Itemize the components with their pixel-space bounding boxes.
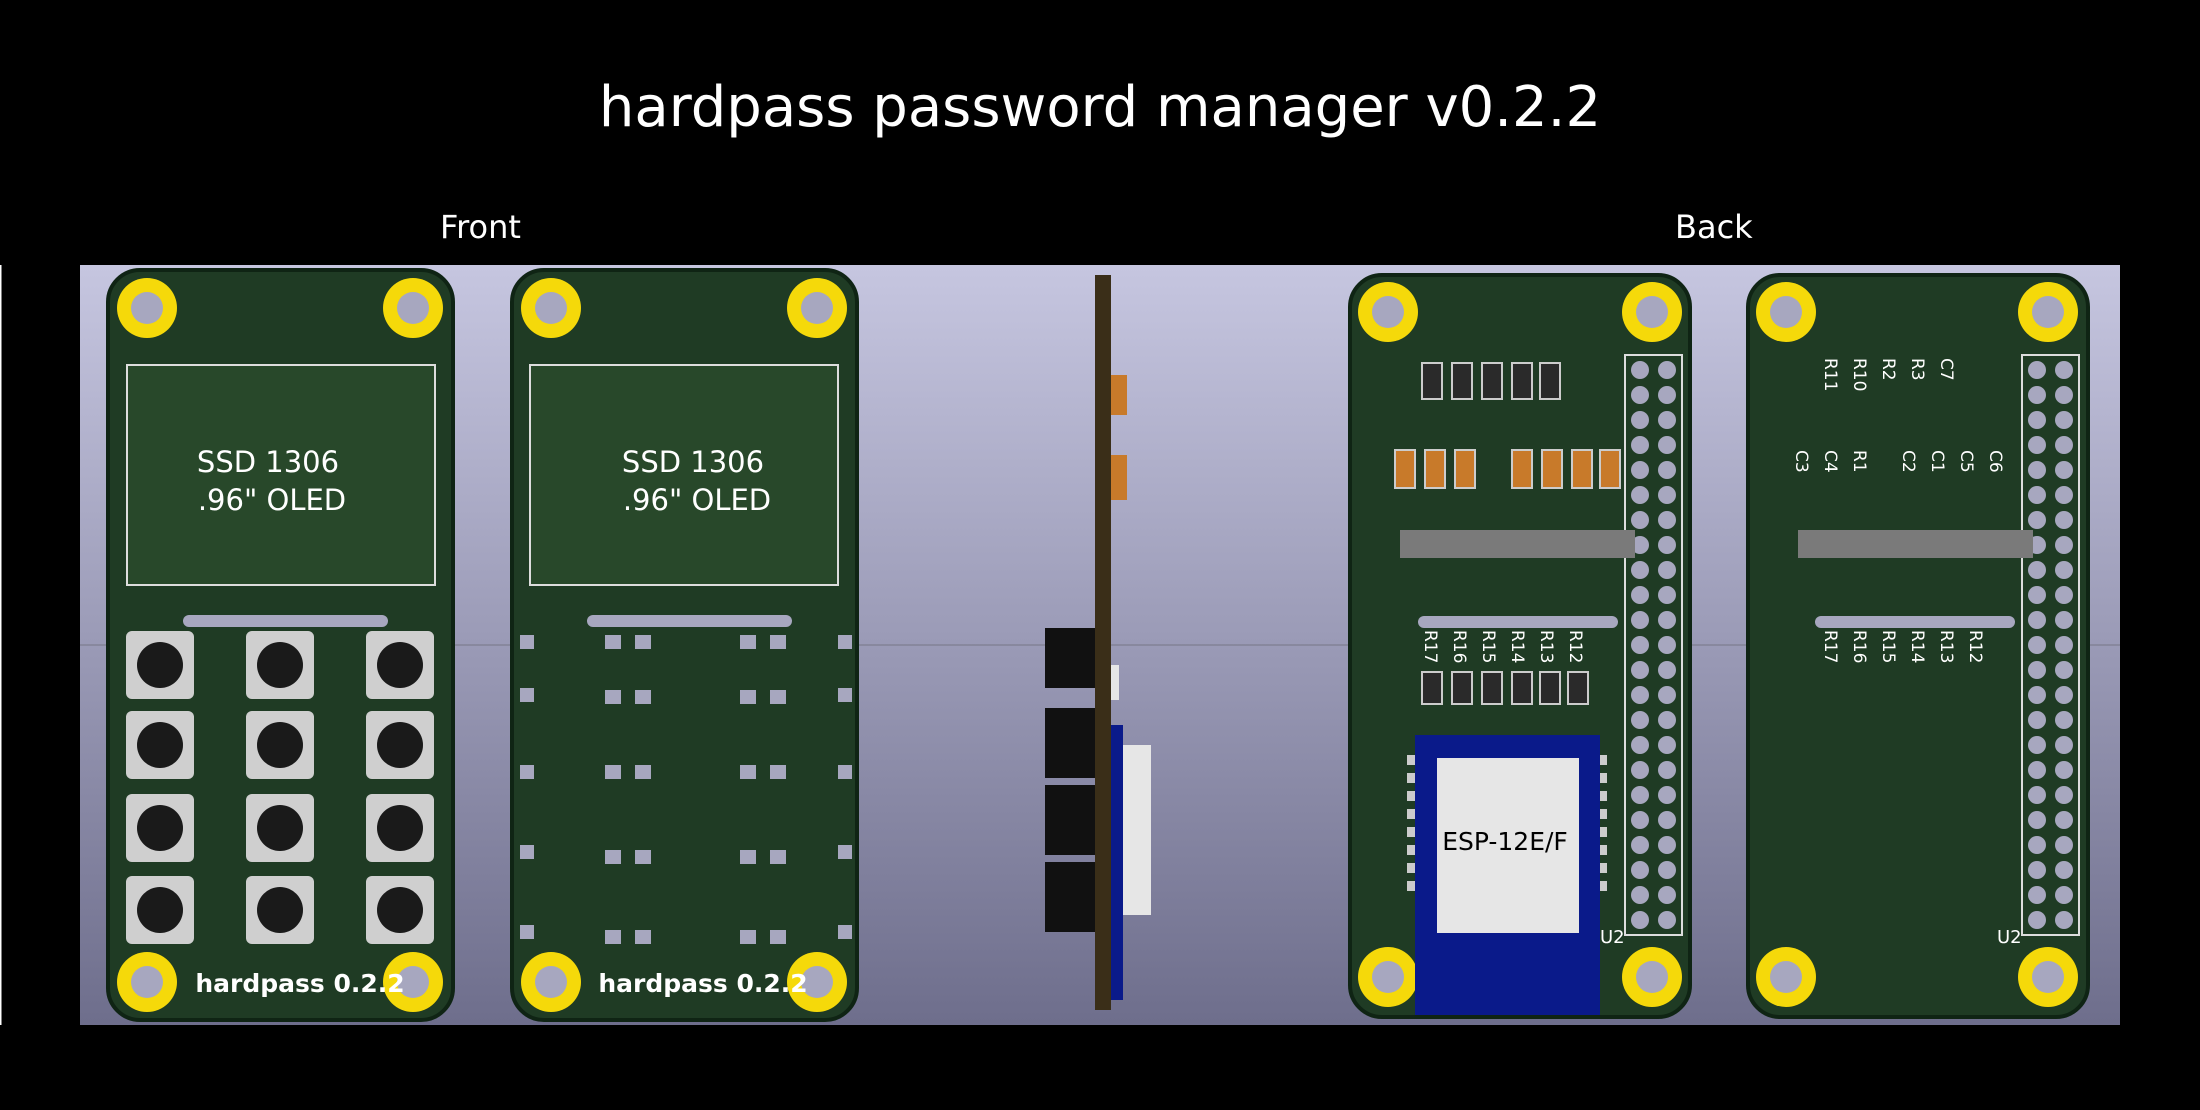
component-label: R16: [1849, 630, 1869, 663]
board-text: hardpass 0.2.2: [195, 969, 404, 998]
front-board-bare: SSD 1306 .96" OLED hardpass 0.2.2: [510, 268, 859, 1022]
back-board-populated: R17 R16 R15 R14 R13 R12 ESP-12E/F U2: [1348, 273, 1692, 1019]
button-matrix: [126, 631, 434, 944]
button-footprints: [520, 635, 852, 944]
component-label: C5: [1956, 450, 1976, 473]
component-label: R15: [1478, 630, 1498, 663]
back-label: Back: [1675, 208, 1753, 246]
component-label: R14: [1507, 630, 1527, 663]
oled-text-line1: SSD 1306: [197, 445, 339, 479]
side-view: [1045, 275, 1151, 1010]
oled-outline: [126, 364, 436, 586]
component-label: R3: [1907, 358, 1927, 381]
component-label: R10: [1849, 358, 1869, 391]
component-label: R17: [1420, 630, 1440, 663]
u2-label: U2: [1600, 927, 1625, 948]
component-label: C6: [1985, 450, 2005, 473]
component-label: R16: [1449, 630, 1469, 663]
oled-text-line2-bare: .96" OLED: [623, 483, 771, 517]
front-label: Front: [440, 208, 521, 246]
component-label: C7: [1936, 358, 1956, 381]
component-label: R13: [1936, 630, 1956, 663]
component-label: R15: [1878, 630, 1898, 663]
component-label: R14: [1907, 630, 1927, 663]
component-label: R11: [1820, 358, 1840, 391]
esp-label: ESP-12E/F: [1442, 827, 1568, 856]
page-title: hardpass password manager v0.2.2: [598, 75, 1602, 140]
component-label: R12: [1965, 630, 1985, 663]
component-label: R2: [1878, 358, 1898, 381]
component-label: C3: [1791, 450, 1811, 473]
component-label: R1: [1849, 450, 1869, 473]
oled-text-line1-bare: SSD 1306: [622, 445, 764, 479]
component-label: C1: [1927, 450, 1947, 473]
component-label: R12: [1565, 630, 1585, 663]
oled-text-line2: .96" OLED: [198, 483, 346, 517]
u2-label-bare: U2: [1997, 927, 2022, 948]
board-text-bare: hardpass 0.2.2: [598, 969, 807, 998]
front-board-with-buttons: SSD 1306 .96" OLED hardpass 0.2.2: [106, 268, 455, 1022]
component-label: C4: [1820, 450, 1840, 473]
component-label: R17: [1820, 630, 1840, 663]
component-label: R13: [1536, 630, 1556, 663]
component-label: C2: [1898, 450, 1918, 473]
